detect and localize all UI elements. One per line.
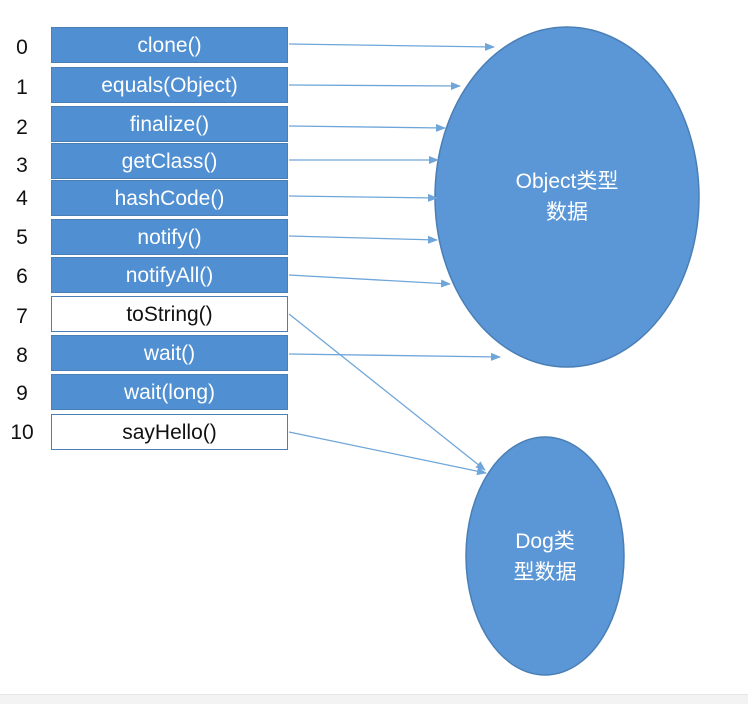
index-5: 5 (16, 226, 28, 249)
arrow-wait (288, 352, 501, 361)
method-cell-wait: wait() (51, 335, 288, 371)
index-9: 9 (16, 382, 28, 405)
index-6: 6 (16, 265, 28, 288)
method-cell-clone: clone() (51, 27, 288, 63)
method-cell-equals: equals(Object) (51, 67, 288, 103)
arrow-equals (288, 81, 461, 90)
object-data-label-line1: Object类型 (515, 170, 619, 193)
method-cell-hashcode: hashCode() (51, 180, 288, 216)
index-2: 2 (16, 116, 28, 139)
arrow-tostring (288, 313, 486, 471)
index-3: 3 (16, 154, 28, 177)
method-cell-notifyall: notifyAll() (51, 257, 288, 293)
dog-data-label-line1: Dog类 (515, 530, 575, 553)
method-cell-notify: notify() (51, 219, 288, 255)
arrow-clone (288, 42, 495, 51)
arrow-sayhello (288, 431, 487, 476)
index-1: 1 (16, 76, 28, 99)
method-cell-getclass: getClass() (51, 143, 288, 179)
dog-data-ellipse (465, 436, 625, 676)
method-cell-wait-long: wait(long) (51, 374, 288, 410)
method-cell-sayhello: sayHello() (51, 414, 288, 450)
arrow-finalize (288, 123, 446, 132)
index-4: 4 (16, 187, 28, 210)
dog-data-label: Dog类 型数据 (485, 526, 605, 588)
method-cell-tostring: toString() (51, 296, 288, 332)
method-cell-finalize: finalize() (51, 106, 288, 142)
object-data-label: Object类型 数据 (487, 166, 647, 228)
dog-data-label-line2: 型数据 (513, 561, 577, 584)
object-data-label-line2: 数据 (546, 201, 588, 224)
index-0: 0 (16, 36, 28, 59)
arrow-notifyall (288, 274, 451, 288)
index-8: 8 (16, 344, 28, 367)
arrow-notify (288, 235, 438, 244)
bottom-strip (0, 694, 748, 704)
index-7: 7 (16, 305, 28, 328)
arrow-hashcode (288, 193, 438, 202)
index-10: 10 (10, 421, 34, 444)
